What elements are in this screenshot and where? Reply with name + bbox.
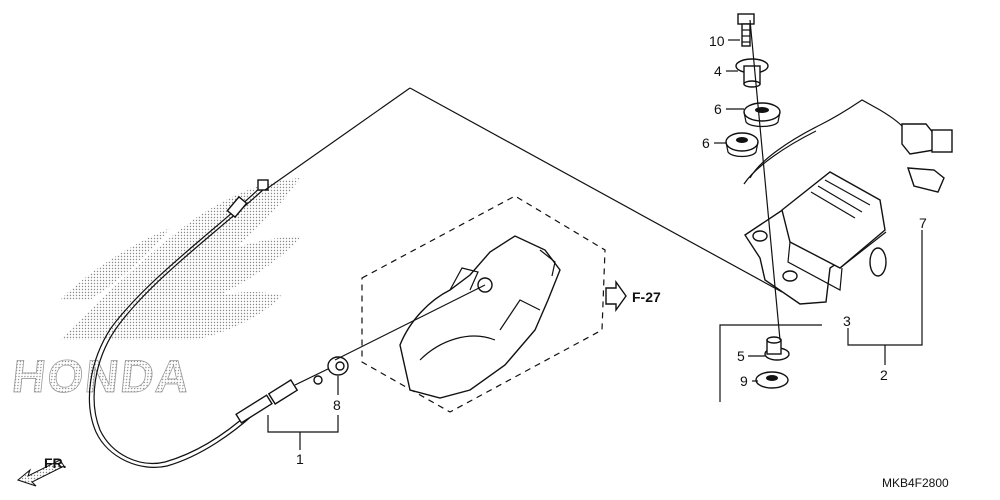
collar-part-5	[764, 336, 790, 361]
honda-wing-logo: HONDA	[9, 178, 300, 402]
callout-10: 10	[709, 33, 725, 49]
leader-nut	[334, 284, 486, 361]
nut-part-9	[755, 371, 789, 389]
front-direction-arrow: FR.	[16, 455, 67, 487]
callout-8: 8	[333, 397, 341, 413]
callout-1: 1	[296, 451, 304, 467]
collar-part-4	[735, 58, 769, 88]
leader-stack	[749, 19, 781, 341]
callout-4: 4	[714, 63, 722, 79]
grommet-part-6-upper	[743, 102, 781, 128]
honda-watermark-text: HONDA	[10, 350, 194, 402]
callout-3: 3	[843, 313, 851, 329]
throttle-body-region	[361, 195, 606, 413]
frame-bracket	[719, 324, 822, 402]
bracket-part-1	[267, 415, 339, 433]
leader-cable	[264, 87, 411, 191]
nut-part-8	[327, 356, 349, 376]
diagram-code: MKB4F2800	[882, 476, 949, 490]
callout-6-upper: 6	[714, 101, 722, 117]
grommet-part-6-lower	[725, 132, 759, 158]
callout-2: 2	[880, 367, 888, 383]
reference-f27: F-27	[605, 279, 661, 313]
reference-label: F-27	[632, 289, 661, 305]
front-label: FR.	[44, 455, 67, 471]
callout-9: 9	[740, 373, 748, 389]
callout-7: 7	[919, 215, 927, 231]
control-unit-part-3	[743, 99, 953, 305]
callout-5: 5	[737, 348, 745, 364]
throttle-cable	[88, 179, 331, 468]
leader-unit	[409, 87, 783, 293]
bolt-part-10	[737, 13, 755, 47]
callout-6-lower: 6	[702, 135, 710, 151]
